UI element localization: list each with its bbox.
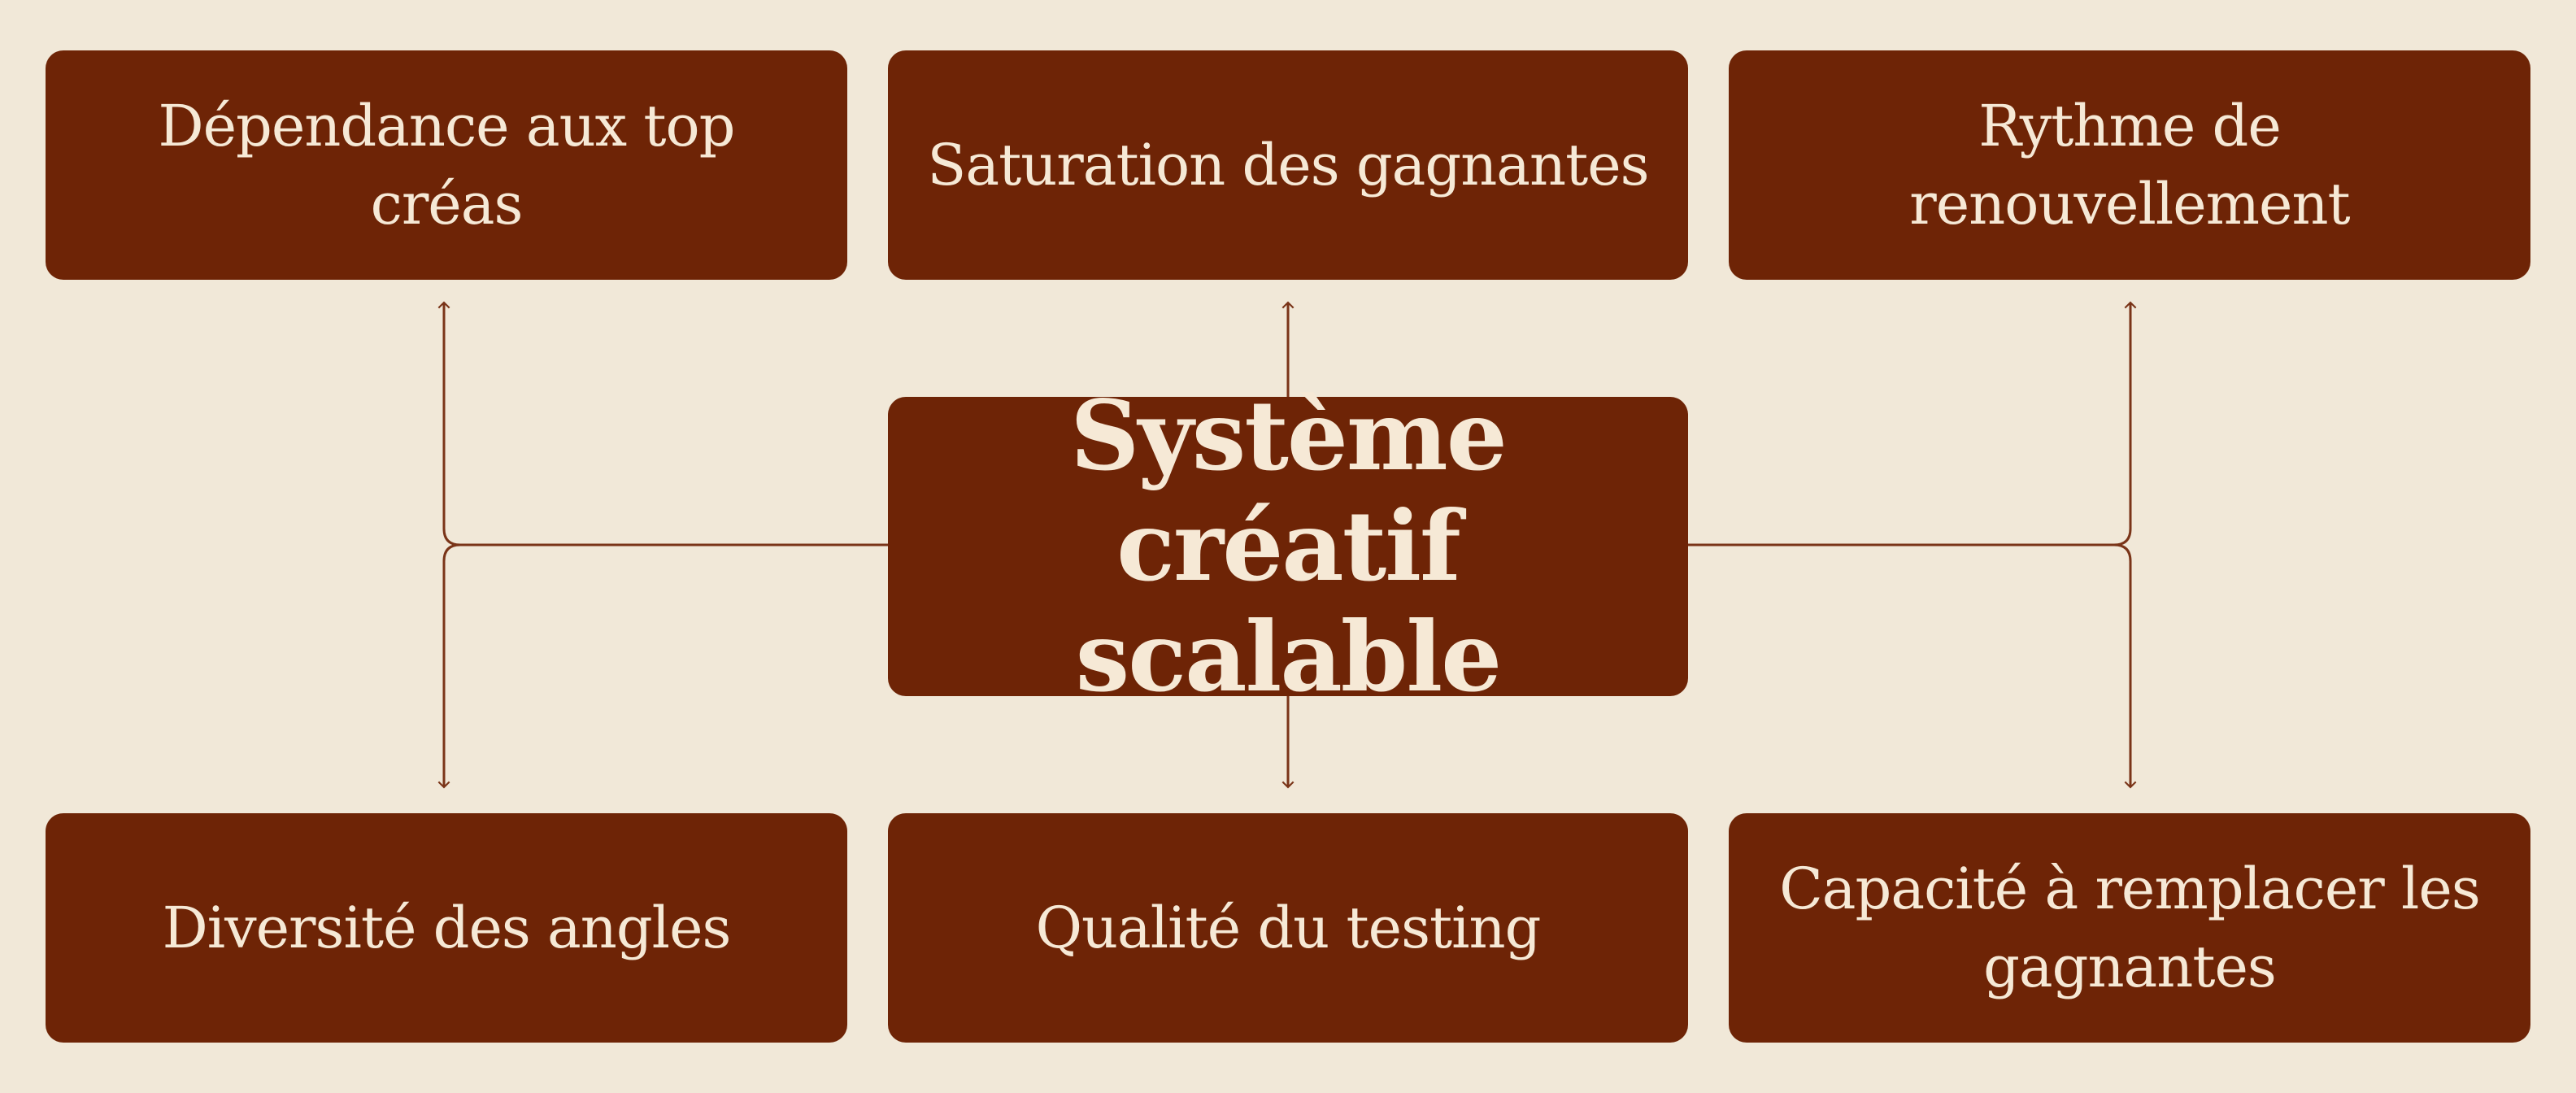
- node-label: Diversité des angles: [162, 895, 732, 961]
- connector-to-bottom-left: [437, 543, 461, 789]
- node-dependance-top-creas: Dépendance aux top créas: [46, 50, 847, 280]
- center-node-label: Système créatif scalable: [1070, 379, 1508, 713]
- node-rythme-renouvellement: Rythme de renouvellement: [1729, 50, 2530, 280]
- node-label: Dépendance aux top créas: [158, 93, 735, 237]
- node-capacite-remplacer-gagnantes: Capacité à remplacer les gagnantes: [1729, 813, 2530, 1043]
- node-label: Rythme de renouvellement: [1909, 93, 2350, 237]
- node-systeme-creatif-scalable: Système créatif scalable: [888, 381, 1688, 712]
- node-label: Qualité du testing: [1035, 895, 1542, 961]
- node-qualite-testing: Qualité du testing: [888, 813, 1688, 1043]
- node-saturation-gagnantes: Saturation des gagnantes: [888, 50, 1688, 280]
- node-label: Capacité à remplacer les gagnantes: [1779, 856, 2481, 1000]
- node-diversite-angles: Diversité des angles: [46, 813, 847, 1043]
- connector-to-bottom-right: [2113, 543, 2137, 789]
- node-label: Saturation des gagnantes: [927, 132, 1649, 198]
- connector-to-top-right: [1688, 301, 2137, 546]
- connector-to-top-left: [437, 301, 888, 546]
